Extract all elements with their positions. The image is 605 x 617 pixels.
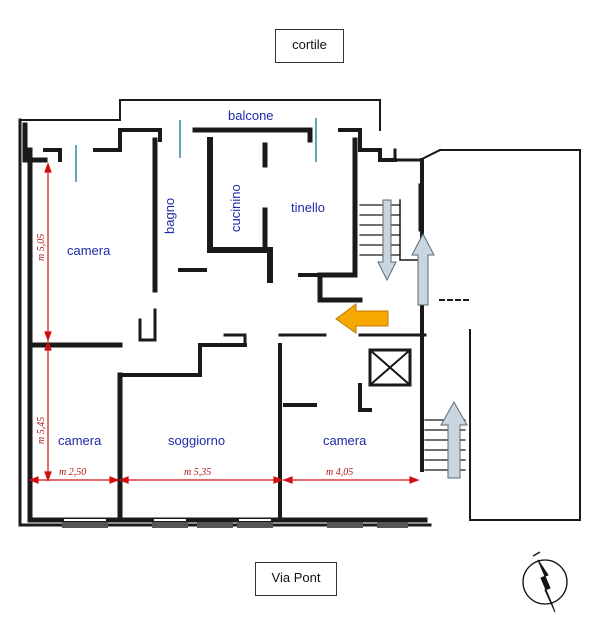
cortile-label: cortile xyxy=(275,29,344,63)
room-label-bagno: bagno xyxy=(162,197,177,234)
dimension-bottom-3: m 4,05 xyxy=(325,467,355,478)
room-label-camera-top: camera xyxy=(67,243,111,258)
dimension-bottom-1: m 2,50 xyxy=(58,467,88,478)
stair-down-arrow-icon xyxy=(377,199,397,282)
dimension-bottom-2: m 5,35 xyxy=(183,467,213,478)
room-label-camera-bottom-right: camera xyxy=(323,433,367,448)
dimension-left-upper: m 5,05 xyxy=(36,232,47,262)
entrance-arrow-icon[interactable] xyxy=(335,303,389,334)
room-label-cucinino: cucinino xyxy=(228,184,243,232)
street-label: Via Pont xyxy=(255,562,337,596)
room-label-soggiorno: soggiorno xyxy=(168,433,226,448)
room-label-balcone: balcone xyxy=(228,108,274,123)
room-label-camera-bottom-left: camera xyxy=(58,433,102,448)
compass-icon xyxy=(522,551,568,613)
stair-up-arrow-icon xyxy=(411,232,468,479)
room-label-tinello: tinello xyxy=(291,200,325,215)
dimension-left-lower: m 5,45 xyxy=(36,415,47,445)
